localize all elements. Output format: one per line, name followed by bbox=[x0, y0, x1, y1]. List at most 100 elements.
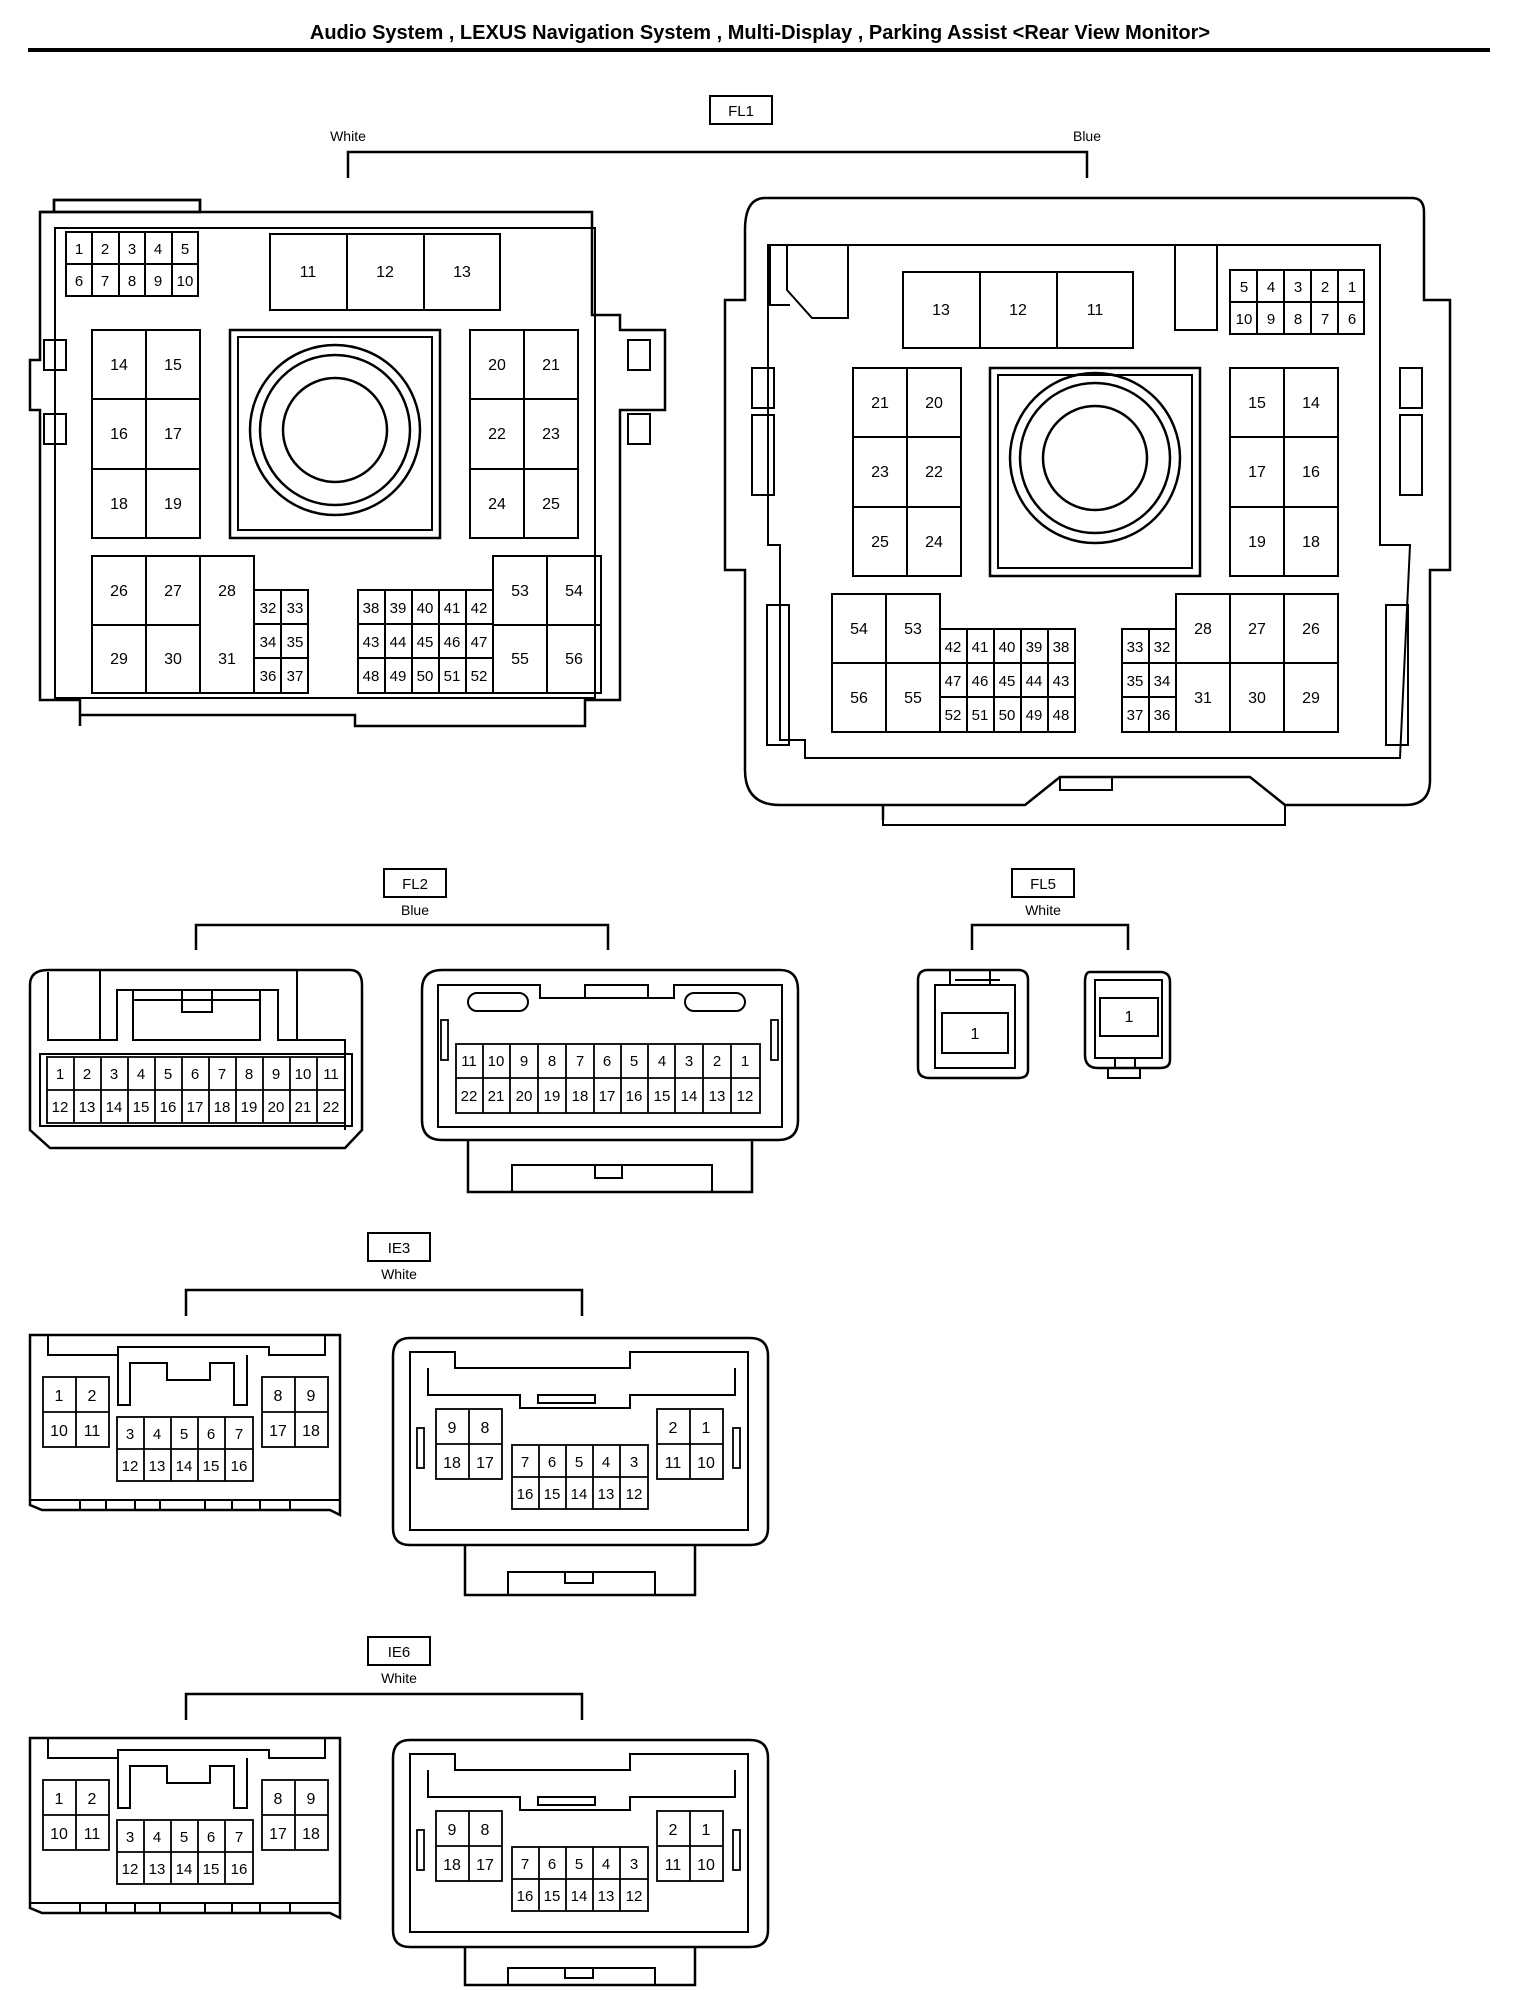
svg-text:13: 13 bbox=[598, 1486, 615, 1503]
svg-text:5: 5 bbox=[575, 1454, 583, 1471]
svg-text:3: 3 bbox=[685, 1053, 693, 1070]
fl5-group: FL5 White 1 1 bbox=[916, 868, 1172, 1080]
svg-text:56: 56 bbox=[565, 651, 583, 668]
svg-text:43: 43 bbox=[363, 634, 380, 651]
svg-text:2: 2 bbox=[669, 1822, 678, 1839]
svg-text:17: 17 bbox=[476, 1857, 494, 1874]
svg-text:36: 36 bbox=[260, 668, 277, 685]
svg-text:14: 14 bbox=[106, 1099, 123, 1116]
svg-text:18: 18 bbox=[302, 1423, 320, 1440]
svg-text:13: 13 bbox=[598, 1888, 615, 1905]
svg-text:12: 12 bbox=[122, 1458, 139, 1475]
svg-text:19: 19 bbox=[164, 496, 182, 513]
svg-text:3: 3 bbox=[110, 1066, 118, 1083]
fl2-left-connector bbox=[28, 968, 364, 1150]
svg-text:14: 14 bbox=[1302, 395, 1320, 412]
svg-text:53: 53 bbox=[511, 583, 529, 600]
svg-text:10: 10 bbox=[177, 273, 194, 290]
svg-text:48: 48 bbox=[363, 668, 380, 685]
svg-text:8: 8 bbox=[274, 1791, 283, 1808]
svg-text:6: 6 bbox=[207, 1426, 215, 1443]
svg-text:51: 51 bbox=[444, 668, 461, 685]
svg-text:9: 9 bbox=[520, 1053, 528, 1070]
svg-text:46: 46 bbox=[444, 634, 461, 651]
svg-text:30: 30 bbox=[1248, 690, 1266, 707]
svg-text:20: 20 bbox=[925, 395, 943, 412]
svg-text:27: 27 bbox=[1248, 621, 1266, 638]
svg-text:39: 39 bbox=[1026, 639, 1043, 656]
svg-text:23: 23 bbox=[542, 426, 560, 443]
svg-text:32: 32 bbox=[1154, 639, 1171, 656]
svg-text:10: 10 bbox=[295, 1066, 312, 1083]
svg-text:47: 47 bbox=[471, 634, 488, 651]
svg-text:51: 51 bbox=[972, 707, 989, 724]
svg-text:9: 9 bbox=[272, 1066, 280, 1083]
svg-text:22: 22 bbox=[461, 1088, 478, 1105]
svg-text:21: 21 bbox=[488, 1088, 505, 1105]
svg-text:11: 11 bbox=[84, 1826, 101, 1843]
svg-text:31: 31 bbox=[1194, 690, 1212, 707]
svg-text:7: 7 bbox=[521, 1856, 529, 1873]
svg-text:34: 34 bbox=[260, 634, 277, 651]
fl1-right-color: Blue bbox=[1073, 128, 1101, 144]
svg-text:24: 24 bbox=[925, 534, 943, 551]
svg-text:50: 50 bbox=[417, 668, 434, 685]
svg-text:25: 25 bbox=[542, 496, 560, 513]
svg-text:11: 11 bbox=[665, 1455, 682, 1472]
fl1-w-pins-small bbox=[65, 231, 199, 297]
svg-text:16: 16 bbox=[517, 1486, 534, 1503]
svg-text:42: 42 bbox=[471, 600, 488, 617]
svg-text:20: 20 bbox=[488, 357, 506, 374]
svg-text:9: 9 bbox=[307, 1791, 316, 1808]
svg-text:40: 40 bbox=[417, 600, 434, 617]
svg-text:19: 19 bbox=[1248, 534, 1266, 551]
svg-text:15: 15 bbox=[1248, 395, 1266, 412]
ie6-label: IE6 bbox=[388, 1644, 411, 1661]
svg-text:19: 19 bbox=[544, 1088, 561, 1105]
svg-text:5: 5 bbox=[180, 1829, 188, 1846]
svg-text:39: 39 bbox=[390, 600, 407, 617]
svg-text:10: 10 bbox=[1236, 311, 1253, 328]
svg-text:5: 5 bbox=[575, 1856, 583, 1873]
svg-text:7: 7 bbox=[218, 1066, 226, 1083]
ie6-right-connector bbox=[391, 1738, 770, 1987]
ie3-label: IE3 bbox=[388, 1240, 411, 1257]
svg-text:8: 8 bbox=[1294, 311, 1302, 328]
svg-text:55: 55 bbox=[904, 690, 922, 707]
svg-text:22: 22 bbox=[488, 426, 506, 443]
svg-text:4: 4 bbox=[154, 241, 162, 258]
fl5-left-connector bbox=[916, 968, 1030, 1080]
svg-text:9: 9 bbox=[1267, 311, 1275, 328]
svg-text:18: 18 bbox=[572, 1088, 589, 1105]
fl1-white-connector bbox=[28, 198, 667, 728]
svg-text:5: 5 bbox=[164, 1066, 172, 1083]
svg-text:52: 52 bbox=[945, 707, 962, 724]
svg-text:13: 13 bbox=[709, 1088, 726, 1105]
svg-text:11: 11 bbox=[461, 1053, 477, 1070]
svg-text:2: 2 bbox=[713, 1053, 721, 1070]
svg-text:8: 8 bbox=[481, 1822, 490, 1839]
svg-text:1: 1 bbox=[75, 241, 83, 258]
svg-text:43: 43 bbox=[1053, 673, 1070, 690]
svg-text:40: 40 bbox=[999, 639, 1016, 656]
svg-text:3: 3 bbox=[630, 1856, 638, 1873]
svg-text:13: 13 bbox=[932, 302, 950, 319]
svg-text:2: 2 bbox=[88, 1388, 97, 1405]
svg-text:18: 18 bbox=[214, 1099, 231, 1116]
svg-text:12: 12 bbox=[1009, 302, 1027, 319]
svg-text:8: 8 bbox=[274, 1388, 283, 1405]
svg-text:35: 35 bbox=[1127, 673, 1144, 690]
svg-text:2: 2 bbox=[1321, 279, 1329, 296]
svg-text:14: 14 bbox=[571, 1486, 588, 1503]
svg-text:6: 6 bbox=[548, 1454, 556, 1471]
svg-text:10: 10 bbox=[697, 1857, 715, 1874]
svg-text:3: 3 bbox=[630, 1454, 638, 1471]
svg-text:50: 50 bbox=[999, 707, 1016, 724]
svg-text:14: 14 bbox=[110, 357, 128, 374]
svg-text:1: 1 bbox=[56, 1066, 64, 1083]
svg-text:45: 45 bbox=[999, 673, 1016, 690]
svg-text:22: 22 bbox=[323, 1099, 340, 1116]
